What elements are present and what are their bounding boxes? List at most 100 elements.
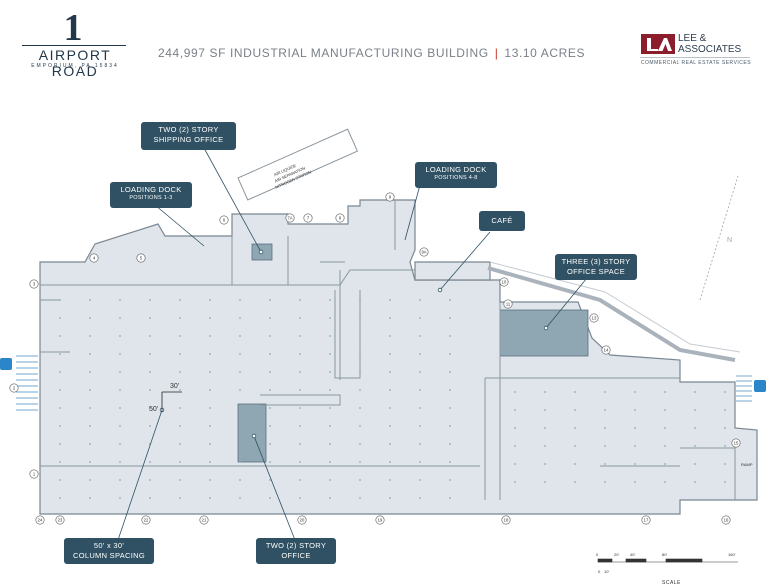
column-dot (449, 353, 451, 355)
callout-cafe-label: CAFÉ (491, 216, 513, 225)
column-dot (449, 425, 451, 427)
air-liquide-station (237, 128, 359, 201)
scale-tick-40: 40' (630, 552, 635, 557)
callout-shipping-office: TWO (2) STORY SHIPPING OFFICE (141, 122, 236, 150)
dock-marker-circle (503, 299, 513, 309)
column-dot (389, 371, 391, 373)
column-dot (179, 389, 181, 391)
column-dot (449, 407, 451, 409)
column-dot (89, 299, 91, 301)
column-dot (664, 463, 666, 465)
dock-marker-label: 2 (13, 386, 16, 391)
scale-subtick-0: 0 (598, 569, 601, 574)
column-dot (239, 389, 241, 391)
column-dot (514, 391, 516, 393)
column-dot (299, 461, 301, 463)
column-dot (724, 445, 726, 447)
column-dot (634, 463, 636, 465)
column-dot (119, 299, 121, 301)
column-dot (209, 371, 211, 373)
column-dot (299, 407, 301, 409)
column-dot (89, 497, 91, 499)
column-dot (59, 497, 61, 499)
column-dot (179, 317, 181, 319)
column-dot (179, 371, 181, 373)
logo-subtitle: EMPORIUM, PA 15834 (31, 63, 119, 69)
dock-marker: 9A (419, 247, 429, 257)
dock-marker-label: 10 (502, 280, 507, 285)
logo-divider (22, 45, 126, 46)
dock-marker-label: 14 (604, 348, 609, 353)
column-dot (59, 353, 61, 355)
column-dot (59, 299, 61, 301)
column-dot (419, 389, 421, 391)
column-dot (329, 425, 331, 427)
column-dot (119, 443, 121, 445)
column-dot (449, 461, 451, 463)
column-dot (269, 425, 271, 427)
column-dot (119, 317, 121, 319)
callout-two-story-office: TWO (2) STORY OFFICE (256, 538, 336, 564)
column-dot (389, 335, 391, 337)
column-dot (389, 497, 391, 499)
dock-marker-label: 1 (33, 472, 36, 477)
north-arrow-icon (699, 175, 739, 301)
column-dot (149, 425, 151, 427)
column-dot (389, 389, 391, 391)
column-dot (149, 407, 151, 409)
column-dot (209, 443, 211, 445)
column-dot (119, 479, 121, 481)
column-dot (239, 461, 241, 463)
accessible-parking-icon (0, 358, 12, 370)
column-dot (359, 461, 361, 463)
callout-column-spacing-line1: 50' x 30' (93, 541, 125, 550)
access-road (487, 266, 736, 362)
column-dot (359, 317, 361, 319)
dock-marker-label: 8 (339, 216, 342, 221)
column-dot (359, 389, 361, 391)
column-dot (419, 335, 421, 337)
column-dot (694, 391, 696, 393)
column-dot (89, 407, 91, 409)
column-dot (359, 335, 361, 337)
column-dot (514, 427, 516, 429)
scale-title: SCALE (662, 580, 681, 586)
dock-marker-circle (335, 213, 345, 223)
column-dot (299, 371, 301, 373)
column-dot (419, 299, 421, 301)
scale-bar (597, 558, 738, 563)
column-dot (89, 461, 91, 463)
column-dot (419, 479, 421, 481)
column-dot (359, 299, 361, 301)
column-dot (89, 389, 91, 391)
column-dot (299, 443, 301, 445)
column-dot (389, 461, 391, 463)
dock-marker: 24 (35, 515, 45, 525)
column-dot (389, 407, 391, 409)
dock-marker: 18 (501, 515, 511, 525)
column-dot (209, 335, 211, 337)
dock-marker-label: 5 (140, 256, 143, 261)
column-dot (724, 427, 726, 429)
column-grid (59, 299, 726, 499)
column-dot (544, 445, 546, 447)
callout-cafe: CAFÉ (479, 211, 525, 231)
scale-tick-80: 80' (662, 552, 667, 557)
dock-marker: 4 (89, 253, 99, 263)
column-dot (119, 371, 121, 373)
column-dot (694, 481, 696, 483)
column-dot (634, 427, 636, 429)
column-dot (209, 407, 211, 409)
column-dot (694, 427, 696, 429)
column-dot (449, 299, 451, 301)
column-dot (59, 371, 61, 373)
dock-marker-circle (136, 253, 146, 263)
column-dot (359, 425, 361, 427)
column-dot (329, 389, 331, 391)
column-dot (239, 317, 241, 319)
column-dot (389, 317, 391, 319)
column-dot (149, 461, 151, 463)
column-dot (119, 335, 121, 337)
column-dot (574, 391, 576, 393)
dock-marker-circle (601, 345, 611, 355)
